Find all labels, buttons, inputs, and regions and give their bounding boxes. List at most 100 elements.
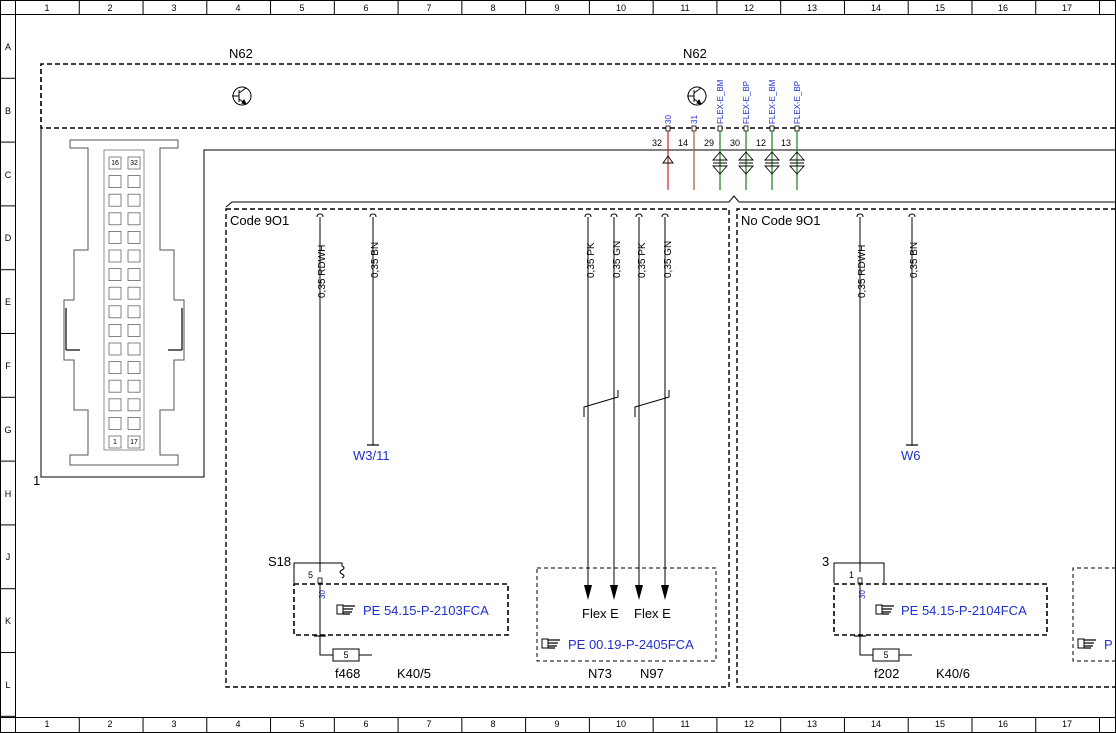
wire-bn: 0,35 BN W3/11: [353, 213, 390, 463]
grid-col-label: 14: [871, 3, 881, 13]
connector-pin-cell: [127, 398, 141, 412]
connector-pin-cell: [108, 249, 122, 263]
wire-gn-2: 0,35 GN: [661, 213, 674, 600]
grid-col-label: 4: [235, 3, 240, 13]
connector-pin-cell: [127, 268, 141, 282]
grid-row-label: H: [5, 489, 12, 499]
pin-number: 32: [652, 138, 662, 148]
connector-pin-label: 16: [111, 160, 119, 167]
hand-pointer-icon: [541, 638, 560, 649]
wire-label: 0,35 PK: [637, 242, 648, 278]
grid-col-label: 16: [998, 719, 1008, 729]
connector-pin-cell: [108, 175, 122, 189]
wire-bn: 0,35 BN W6: [901, 213, 921, 463]
grid-col-label: 5: [299, 3, 304, 13]
pin-signal-label: FLEX-E_BM: [716, 79, 725, 124]
fuse-value: 5: [343, 650, 348, 660]
grid-col-label: 17: [1062, 719, 1072, 729]
connector-pin-cell: [127, 212, 141, 226]
grid-col-label: 2: [107, 3, 112, 13]
pin-number: 14: [678, 138, 688, 148]
wire-rdwh: 0,35 RDWH: [856, 213, 868, 572]
wire-gn-1: 0,35 GN: [610, 213, 623, 600]
reference-link[interactable]: P: [1104, 637, 1113, 652]
grid-column-ticks: [15, 0, 1100, 733]
pin-number: 29: [704, 138, 714, 148]
connector-housing: 16 32 1 17 1: [33, 128, 1116, 488]
pin-signal-label: FLEX-E_BP: [742, 81, 751, 124]
transistor-icon: [232, 86, 252, 106]
connector-pin-cell: [108, 416, 122, 430]
grid-row-label: L: [5, 680, 10, 690]
connector-pin-cell: [108, 230, 122, 244]
grid-col-label: 6: [363, 719, 368, 729]
reference-link[interactable]: PE 54.15-P-2103FCA: [363, 603, 489, 618]
grid-col-label: 1: [44, 719, 49, 729]
variant-title: No Code 9O1: [741, 213, 821, 228]
ecu-pin-14: 31 14: [678, 115, 699, 190]
hand-pointer-icon: [1077, 638, 1096, 649]
ecu-pin-30: FLEX-E_BP 30: [730, 81, 754, 190]
connector-pin-cell: [127, 361, 141, 375]
grid-col-label: 13: [807, 3, 817, 13]
pin-signal-label: 30: [664, 115, 673, 124]
connector-pin-cell: [108, 398, 122, 412]
connector-pin-cell: [108, 379, 122, 393]
flex-sensor-box: Flex E Flex E PE 00.19-P-2405FCA N73 N97: [536, 567, 717, 681]
grid-column-labels-top: 1 2 3 4 5 6 7 8 9 10 11 12 13 14 15 16 1…: [44, 3, 1072, 13]
connector-pin-cell: [127, 230, 141, 244]
reference-link[interactable]: PE 00.19-P-2405FCA: [568, 637, 694, 652]
grid-row-label: A: [5, 42, 11, 52]
pin-number: 30: [730, 138, 740, 148]
wire-pk-1: 0,35 PK: [584, 213, 597, 600]
connector-pin-cell: [108, 156, 122, 170]
connector-pin-cell: [108, 193, 122, 207]
wire-label: 0,35 GN: [663, 241, 674, 278]
ecu-pin-29: FLEX-E_BM 29: [704, 79, 728, 190]
connector-pin-cell: [127, 193, 141, 207]
reference-link[interactable]: PE 54.15-P-2104FCA: [901, 603, 1027, 618]
grid-row-label: F: [5, 361, 11, 371]
connector-pin-cell: [108, 212, 122, 226]
connector-pin-label: 32: [130, 160, 138, 167]
grid-row-ticks: [0, 14, 15, 717]
connector-pin-cell: [108, 361, 122, 375]
transistor-icon: [687, 86, 707, 106]
connector-pin-cell: [108, 435, 122, 449]
grid-col-label: 8: [490, 3, 495, 13]
fuse-f468: 5 f468 K40/5: [319, 636, 431, 681]
grid-col-label: 1: [44, 3, 49, 13]
splice-signal: 30: [318, 590, 327, 599]
grid-row-label: E: [5, 297, 11, 307]
connector-pin-cell: [127, 249, 141, 263]
connector-pin-cell: [127, 323, 141, 337]
grid-row-label: J: [6, 552, 11, 562]
wire-label: 0,35 BN: [909, 242, 920, 278]
pin-signal-label: FLEX-E_BM: [768, 79, 777, 124]
wire-pk-2: 0,35 PK: [635, 213, 648, 600]
ecu-pin-32: 30 32: [652, 115, 674, 190]
grid-row-labels: A B C D E F G H J K L: [4, 42, 11, 690]
variant-no-code-901: No Code 9O1 0,35 RDWH 0,35 BN W6 3 1 30: [736, 208, 1116, 688]
sensor-name: N73: [588, 666, 612, 681]
ecu-label: N62: [683, 46, 707, 61]
ecu-pin-13: FLEX-E_BP 13: [781, 81, 805, 190]
wire-rdwh: 0,35 RDWH: [316, 213, 328, 572]
ground-point: W6: [901, 448, 921, 463]
connector-pin-cell: [108, 286, 122, 300]
reference-box-2104: PE 54.15-P-2104FCA: [833, 583, 1048, 655]
hand-pointer-icon: [336, 604, 355, 615]
grid-col-label: 7: [426, 719, 431, 729]
grid-col-label: 7: [426, 3, 431, 13]
splice-3: 3 1 30: [822, 554, 885, 599]
grid-row-label: B: [5, 106, 11, 116]
connector-pin-cell: [127, 342, 141, 356]
ground-point: W3/11: [353, 448, 390, 463]
grid-col-label: 8: [490, 719, 495, 729]
wire-label: 0,35 BN: [370, 242, 381, 278]
connector-callout: 1: [33, 473, 40, 488]
grid-row-label: G: [4, 425, 11, 435]
wire-label: 0,35 PK: [586, 242, 597, 278]
splice-name: 3: [822, 554, 829, 569]
